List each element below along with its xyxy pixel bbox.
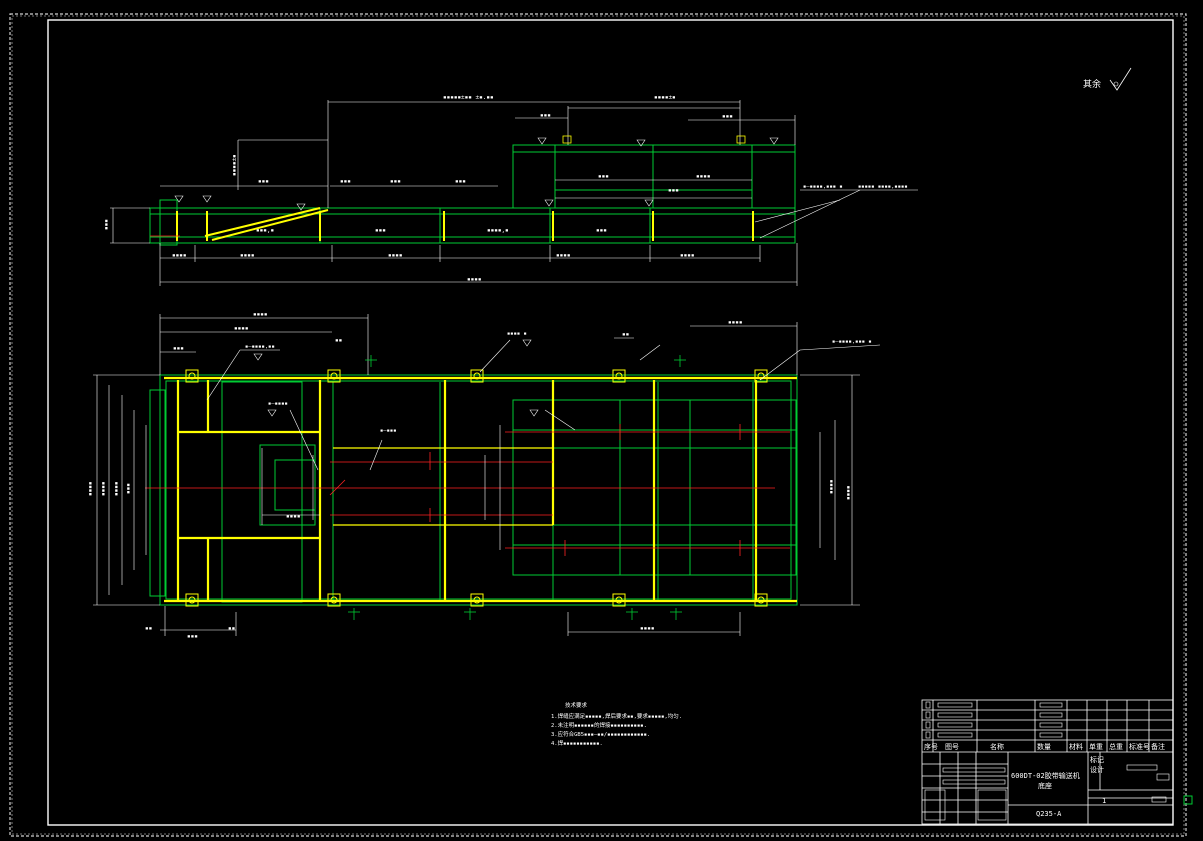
dim-text: ▪▪▪▪ bbox=[286, 513, 300, 520]
drawing-name: 600DT-02胶带输送机 bbox=[1011, 771, 1080, 780]
sheet-frame bbox=[9, 13, 1193, 837]
dim-text: ▪▪▪▪▪±▪▪ ±▪.▪▪ bbox=[443, 94, 494, 101]
plan-view-bolt-pads bbox=[185, 369, 768, 607]
tech-req-item: 1.焊缝应满足▪▪▪▪▪,焊后要求▪▪,要求▪▪▪▪▪,均匀. bbox=[551, 712, 682, 720]
tech-req-item: 4.焊▪▪▪▪▪▪▪▪▪▪▪. bbox=[551, 739, 603, 747]
plan-view-outline bbox=[149, 374, 798, 606]
top-view-weld-symbols bbox=[174, 137, 779, 211]
dim-text: ▪▪▪ bbox=[375, 227, 386, 234]
callout-text: ▪▪▪▪▪ ▪▪▪▪,▪▪▪▪ bbox=[858, 184, 908, 190]
tb-header: 数量 bbox=[1037, 742, 1051, 751]
callout-text: ▪–▪▪▪ bbox=[380, 428, 397, 434]
dim-text: ▪▪▪ bbox=[540, 112, 551, 119]
dim-text: ▪▪▪,▪ bbox=[256, 227, 274, 234]
dim-text: ▪▪▪▪ bbox=[680, 252, 694, 259]
dim-text: ▪▪▪▪ bbox=[467, 276, 481, 283]
dim-text: ▪▪▪▪ bbox=[253, 311, 267, 318]
title-block: 序号 图号 名称 数量 材料 单重 总重 标准号 备注 600DT-02胶带输送… bbox=[921, 699, 1174, 825]
dim-text: ▪▪ bbox=[335, 337, 342, 344]
top-view-welds bbox=[176, 207, 754, 241]
tech-req-item: 3.应符合GB5▪▪▪–▪▪/▪▪▪▪▪▪▪▪▪▪▪▪. bbox=[551, 730, 650, 738]
dim-text: ▪▪▪▪,▪ bbox=[487, 227, 509, 234]
callout-text: ▪–▪▪▪▪,▪▪ bbox=[245, 344, 275, 350]
dim-text: ▪▪▪▪ bbox=[388, 252, 402, 259]
dim-text: ▪▪▪ bbox=[390, 178, 401, 185]
plan-view-anchor-ticks bbox=[348, 355, 686, 620]
dim-text: ▪▪▪▪ bbox=[234, 325, 248, 332]
tb-header: 备注 bbox=[1151, 742, 1165, 751]
dim-text: ▪▪▪ bbox=[596, 227, 607, 234]
tb-header: 标准号 bbox=[1129, 742, 1150, 751]
surface-note-text: 其余 bbox=[1083, 78, 1101, 90]
dim-text: ▪▪▪ bbox=[598, 173, 609, 180]
tech-req-title: 技术要求 bbox=[565, 701, 588, 709]
material: Q235-A bbox=[1036, 810, 1062, 818]
dim-text: ▪▪▪▪ bbox=[556, 252, 570, 259]
callout-text: ▪▪▪▪ ▪ bbox=[507, 331, 527, 337]
tb-side-label: 标记 bbox=[1090, 755, 1104, 764]
tech-req-item: 2.未注明▪▪▪▪▪▪的焊接▪▪▪▪▪▪▪▪▪▪. bbox=[551, 721, 647, 729]
top-view: ▪▪▪▪▪±▪▪ ±▪.▪▪ ▪▪▪▪±▪ ▪▪▪ ▪▪▪ ▪▪▪▪±▪ ▪▪▪… bbox=[103, 94, 918, 286]
plan-view-dim-lines bbox=[93, 314, 881, 636]
callout-text: ▪–▪▪▪▪,▪▪▪ ▪ bbox=[832, 339, 872, 345]
tb-header: 图号 bbox=[945, 743, 959, 751]
tb-header: 总重 bbox=[1109, 742, 1123, 751]
plan-view-weld-symbols bbox=[253, 339, 539, 417]
dim-text: ▪▪▪ bbox=[722, 113, 733, 120]
dim-text: ▪▪ bbox=[145, 625, 152, 632]
tb-header: 材料 bbox=[1069, 742, 1083, 751]
callout-text: ▪–▪▪▪▪ bbox=[268, 401, 288, 407]
dim-text: ▪▪▪ bbox=[258, 178, 269, 185]
dim-text: ▪▪▪▪ bbox=[100, 482, 107, 496]
dim-text: ▪▪▪▪ bbox=[828, 480, 835, 494]
dim-text: ▪▪▪▪ bbox=[240, 252, 254, 259]
plan-view-centerlines bbox=[145, 424, 790, 556]
dim-text: ▪▪▪▪ bbox=[845, 486, 852, 500]
callout-text: ▪–▪▪▪▪,▪▪▪ ▪ bbox=[803, 184, 843, 190]
dim-text: ▪▪▪▪ bbox=[696, 173, 710, 180]
dim-text: ▪▪▪▪ bbox=[87, 482, 94, 496]
top-view-dim-lines bbox=[110, 100, 918, 286]
dim-text: ▪▪▪ bbox=[173, 345, 184, 352]
tb-header: 序号 bbox=[924, 742, 938, 751]
plan-view-welds bbox=[164, 376, 797, 603]
dim-text: ▪▪▪▪±▪ bbox=[654, 94, 676, 101]
dim-text: ▪▪▪▪ bbox=[728, 319, 742, 326]
technical-requirements: 技术要求 1.焊缝应满足▪▪▪▪▪,焊后要求▪▪,要求▪▪▪▪▪,均匀. 2.未… bbox=[551, 701, 682, 747]
plan-view: ▪▪▪▪ ▪▪▪▪ ▪▪▪ ▪▪ ▪▪ ▪▪▪▪ ▪▪▪▪ ▪▪▪▪ ▪▪▪▪ … bbox=[87, 311, 881, 640]
drawing-part: 底座 bbox=[1038, 781, 1052, 790]
dim-text: ▪▪▪ bbox=[103, 219, 110, 230]
dim-text: ▪▪▪ bbox=[125, 483, 132, 494]
tb-header: 单重 bbox=[1089, 742, 1103, 751]
tb-header: 名称 bbox=[990, 742, 1004, 751]
dim-text: ▪▪ bbox=[228, 625, 235, 632]
dim-text: ▪▪▪▪ bbox=[172, 252, 186, 259]
sheet-number: 1 bbox=[1102, 797, 1106, 805]
dim-text: ▪▪ bbox=[622, 331, 629, 338]
top-view-dim-texts: ▪▪▪▪▪±▪▪ ±▪.▪▪ ▪▪▪▪±▪ ▪▪▪ ▪▪▪ ▪▪▪▪±▪ ▪▪▪… bbox=[103, 94, 908, 283]
surface-roughness-note: 其余 bbox=[1083, 67, 1132, 91]
plan-view-dim-texts: ▪▪▪▪ ▪▪▪▪ ▪▪▪ ▪▪ ▪▪ ▪▪▪▪ ▪▪▪▪ ▪▪▪▪ ▪▪▪▪ … bbox=[87, 311, 872, 640]
dim-text: ▪▪▪ bbox=[455, 178, 466, 185]
dim-text: ▪▪▪▪ bbox=[113, 482, 120, 496]
dim-text: ▪▪▪ bbox=[340, 178, 351, 185]
tb-side-label: 设计 bbox=[1090, 765, 1104, 774]
dim-text: ▪▪▪ bbox=[668, 187, 679, 194]
dim-text: ▪▪▪▪±▪ bbox=[231, 154, 238, 176]
dim-text: ▪▪▪▪ bbox=[640, 625, 654, 632]
dim-text: ▪▪▪ bbox=[187, 633, 198, 640]
top-view-anchor-bolts bbox=[562, 135, 746, 144]
